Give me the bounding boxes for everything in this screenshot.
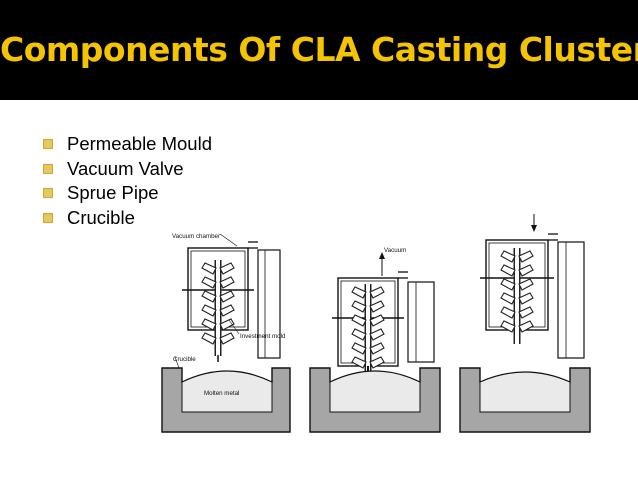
bullet-item: Sprue Pipe [43, 181, 212, 206]
molten-metal-label: Molten metal [204, 390, 239, 397]
bullet-square-icon [43, 139, 53, 150]
bullet-square-icon [43, 163, 53, 174]
bullet-item: Vacuum Valve [43, 157, 212, 182]
molten-metal-shape [181, 370, 273, 383]
vacuum-chamber-label: Vacuum chamber [172, 233, 220, 240]
cla-process-svg: Vacuum chamber Investment mold Crucible … [161, 214, 591, 433]
panel-2: Vacuum [309, 247, 441, 433]
slide-title: Components Of CLA Casting Cluster [0, 30, 638, 69]
panel-3 [459, 214, 591, 433]
molten-metal-shape [329, 370, 421, 383]
cla-process-diagram: Vacuum chamber Investment mold Crucible … [158, 212, 598, 440]
panel-1: Vacuum chamber Investment mold Crucible … [161, 233, 291, 433]
bullet-text: Permeable Mould [67, 133, 212, 155]
bullet-item: Crucible [43, 206, 212, 231]
bullet-text: Sprue Pipe [67, 182, 159, 204]
crucible-label: Crucible [173, 356, 196, 363]
bullet-square-icon [43, 212, 53, 223]
bullet-square-icon [43, 188, 53, 199]
bullet-text: Crucible [67, 206, 135, 228]
vacuum-label: Vacuum [384, 247, 406, 254]
investment-mold-label: Investment mold [240, 333, 286, 340]
bullet-list: Permeable Mould Vacuum Valve Sprue Pipe … [43, 132, 212, 230]
molten-metal-shape [479, 371, 571, 383]
title-bar: Components Of CLA Casting Cluster [0, 0, 638, 100]
bullet-text: Vacuum Valve [67, 157, 184, 179]
bullet-item: Permeable Mould [43, 132, 212, 157]
